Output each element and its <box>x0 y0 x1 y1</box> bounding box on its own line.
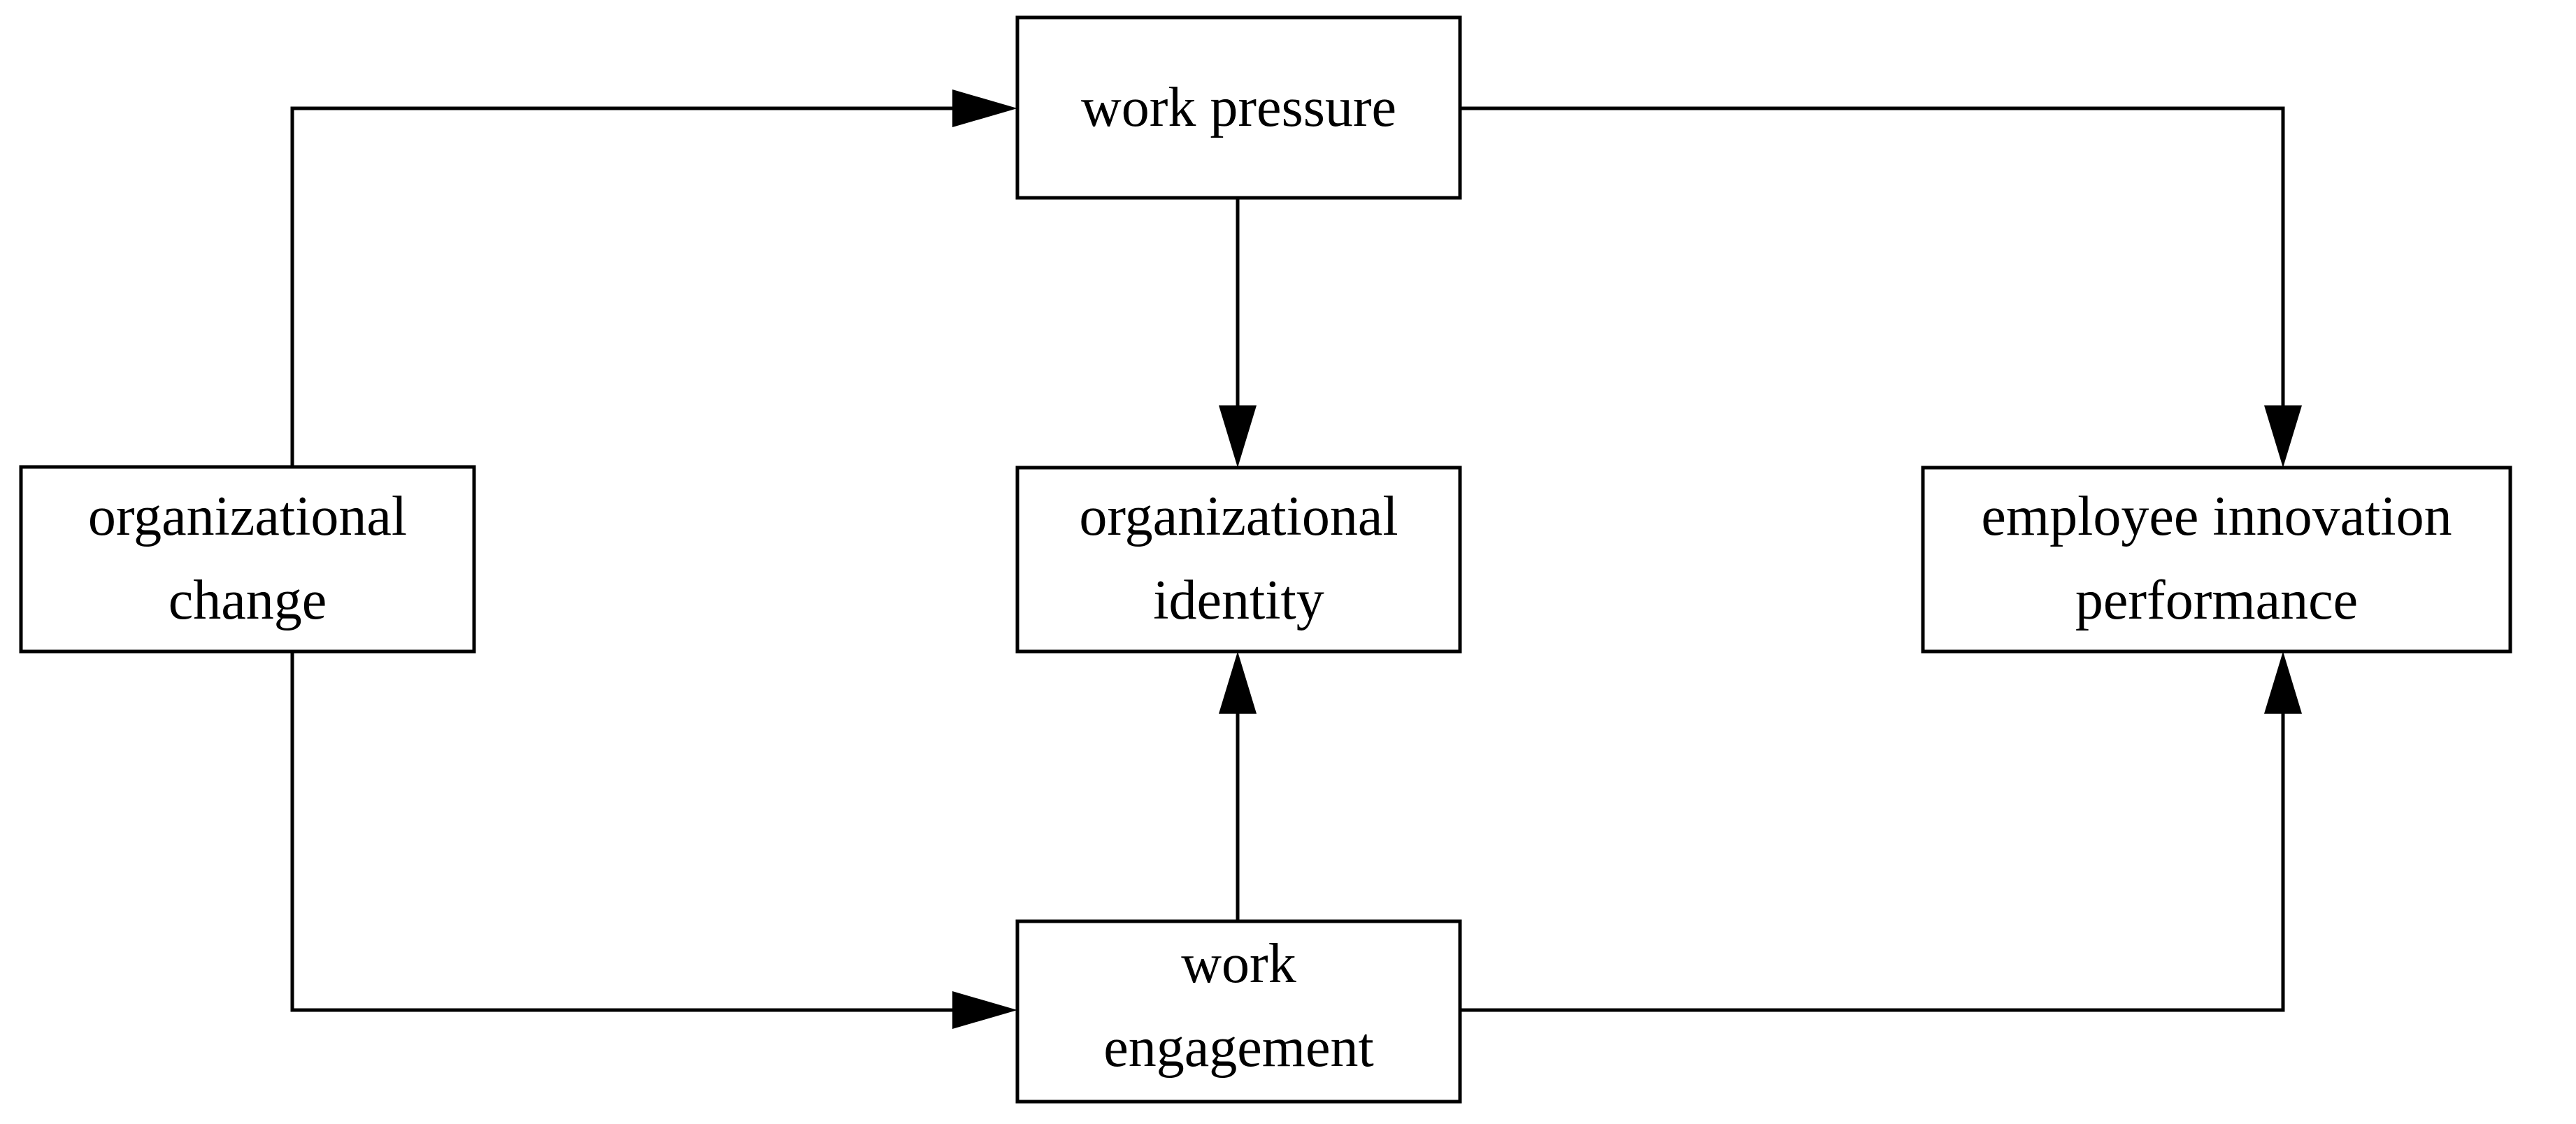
node-organizational-identity: organizational identity <box>1015 466 1462 654</box>
node-label-line: identity <box>1153 570 1324 631</box>
edge-work-pressure-to-employee-innovation-performance <box>1460 106 2285 405</box>
node-organizational-change: organizational change <box>19 465 476 654</box>
node-label-line: performance <box>2075 570 2358 631</box>
node-label-line: work pressure <box>1081 77 1396 138</box>
edge-organizational-change-to-work-pressure <box>290 106 952 467</box>
node-label-line: employee innovation <box>1981 486 2452 547</box>
arrowhead-into-employee-innovation-performance-bottom <box>2264 651 2302 714</box>
node-box <box>1921 466 2512 654</box>
arrowhead-into-organizational-identity-bottom <box>1219 651 1257 714</box>
node-label-line: engagement <box>1103 1017 1373 1079</box>
node-label-line: organizational <box>1079 486 1398 547</box>
node-box <box>19 465 476 654</box>
node-label-line: change <box>169 570 327 631</box>
node-box <box>1015 919 1462 1104</box>
arrowhead-into-organizational-identity-top <box>1219 405 1257 468</box>
arrowhead-into-work-engagement <box>952 991 1017 1029</box>
node-label-line: work <box>1181 933 1296 995</box>
edge-organizational-change-to-work-engagement <box>290 651 952 1012</box>
arrowhead-into-work-pressure <box>952 89 1017 127</box>
edge-work-engagement-to-employee-innovation-performance <box>1460 714 2285 1012</box>
node-work-pressure: work pressure <box>1015 15 1462 200</box>
node-box <box>1015 15 1462 200</box>
arrowhead-into-employee-innovation-performance-top <box>2264 405 2302 468</box>
node-box <box>1015 466 1462 654</box>
edges <box>290 89 2302 1029</box>
node-label-line: organizational <box>88 486 407 547</box>
node-work-engagement: work engagement <box>1015 919 1462 1104</box>
node-employee-innovation-performance: employee innovation performance <box>1921 466 2512 654</box>
